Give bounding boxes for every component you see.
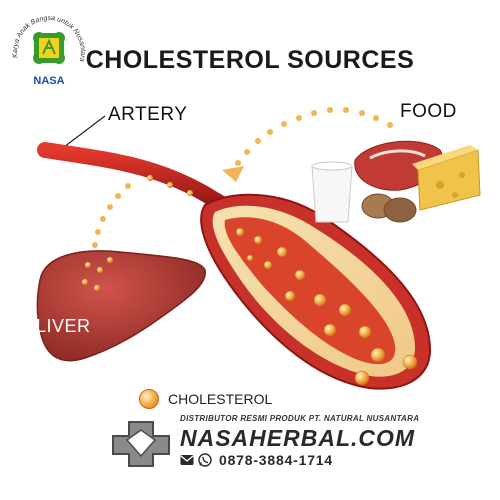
nasa-logo: Karya Anak Bangsa untuk Nusantara NASA (8, 8, 90, 90)
egg-2 (383, 197, 417, 223)
logo-brand-text: NASA (33, 75, 64, 87)
email-icon (180, 455, 194, 465)
whatsapp-icon (198, 453, 212, 467)
liver-cholesterol-dots (82, 257, 113, 291)
food-label: FOOD (400, 101, 457, 122)
food-to-artery-dots (235, 107, 393, 166)
distributor-text: DISTRIBUTOR RESMI PRODUK PT. NATURAL NUS… (180, 414, 420, 423)
nasa-footer-logo (112, 421, 170, 467)
website-text[interactable]: NASAHERBAL.COM (180, 425, 416, 451)
legend: CHOLESTEROL (139, 388, 272, 410)
page-title: CHOLESTEROL SOURCES (85, 46, 415, 74)
lumen-cholesterol-dots (235, 227, 418, 386)
contact-row: 0878-3884-1714 (180, 452, 333, 468)
liver-label: LIVER (36, 316, 91, 336)
cholesterol-dot-icon (139, 389, 159, 409)
milk-glass (311, 161, 353, 223)
liver (36, 250, 206, 362)
artery-cholesterol-dots (147, 175, 193, 196)
artery-lumen (224, 217, 396, 365)
cholesterol-illustration (36, 107, 481, 390)
cheese (417, 149, 481, 211)
phone-number[interactable]: 0878-3884-1714 (219, 452, 333, 468)
legend-label: CHOLESTEROL (168, 391, 273, 407)
artery-pointer (59, 115, 106, 151)
food-arrowhead (222, 166, 244, 182)
artery-label: ARTERY (108, 104, 188, 125)
liver-to-artery-dots (92, 183, 131, 248)
